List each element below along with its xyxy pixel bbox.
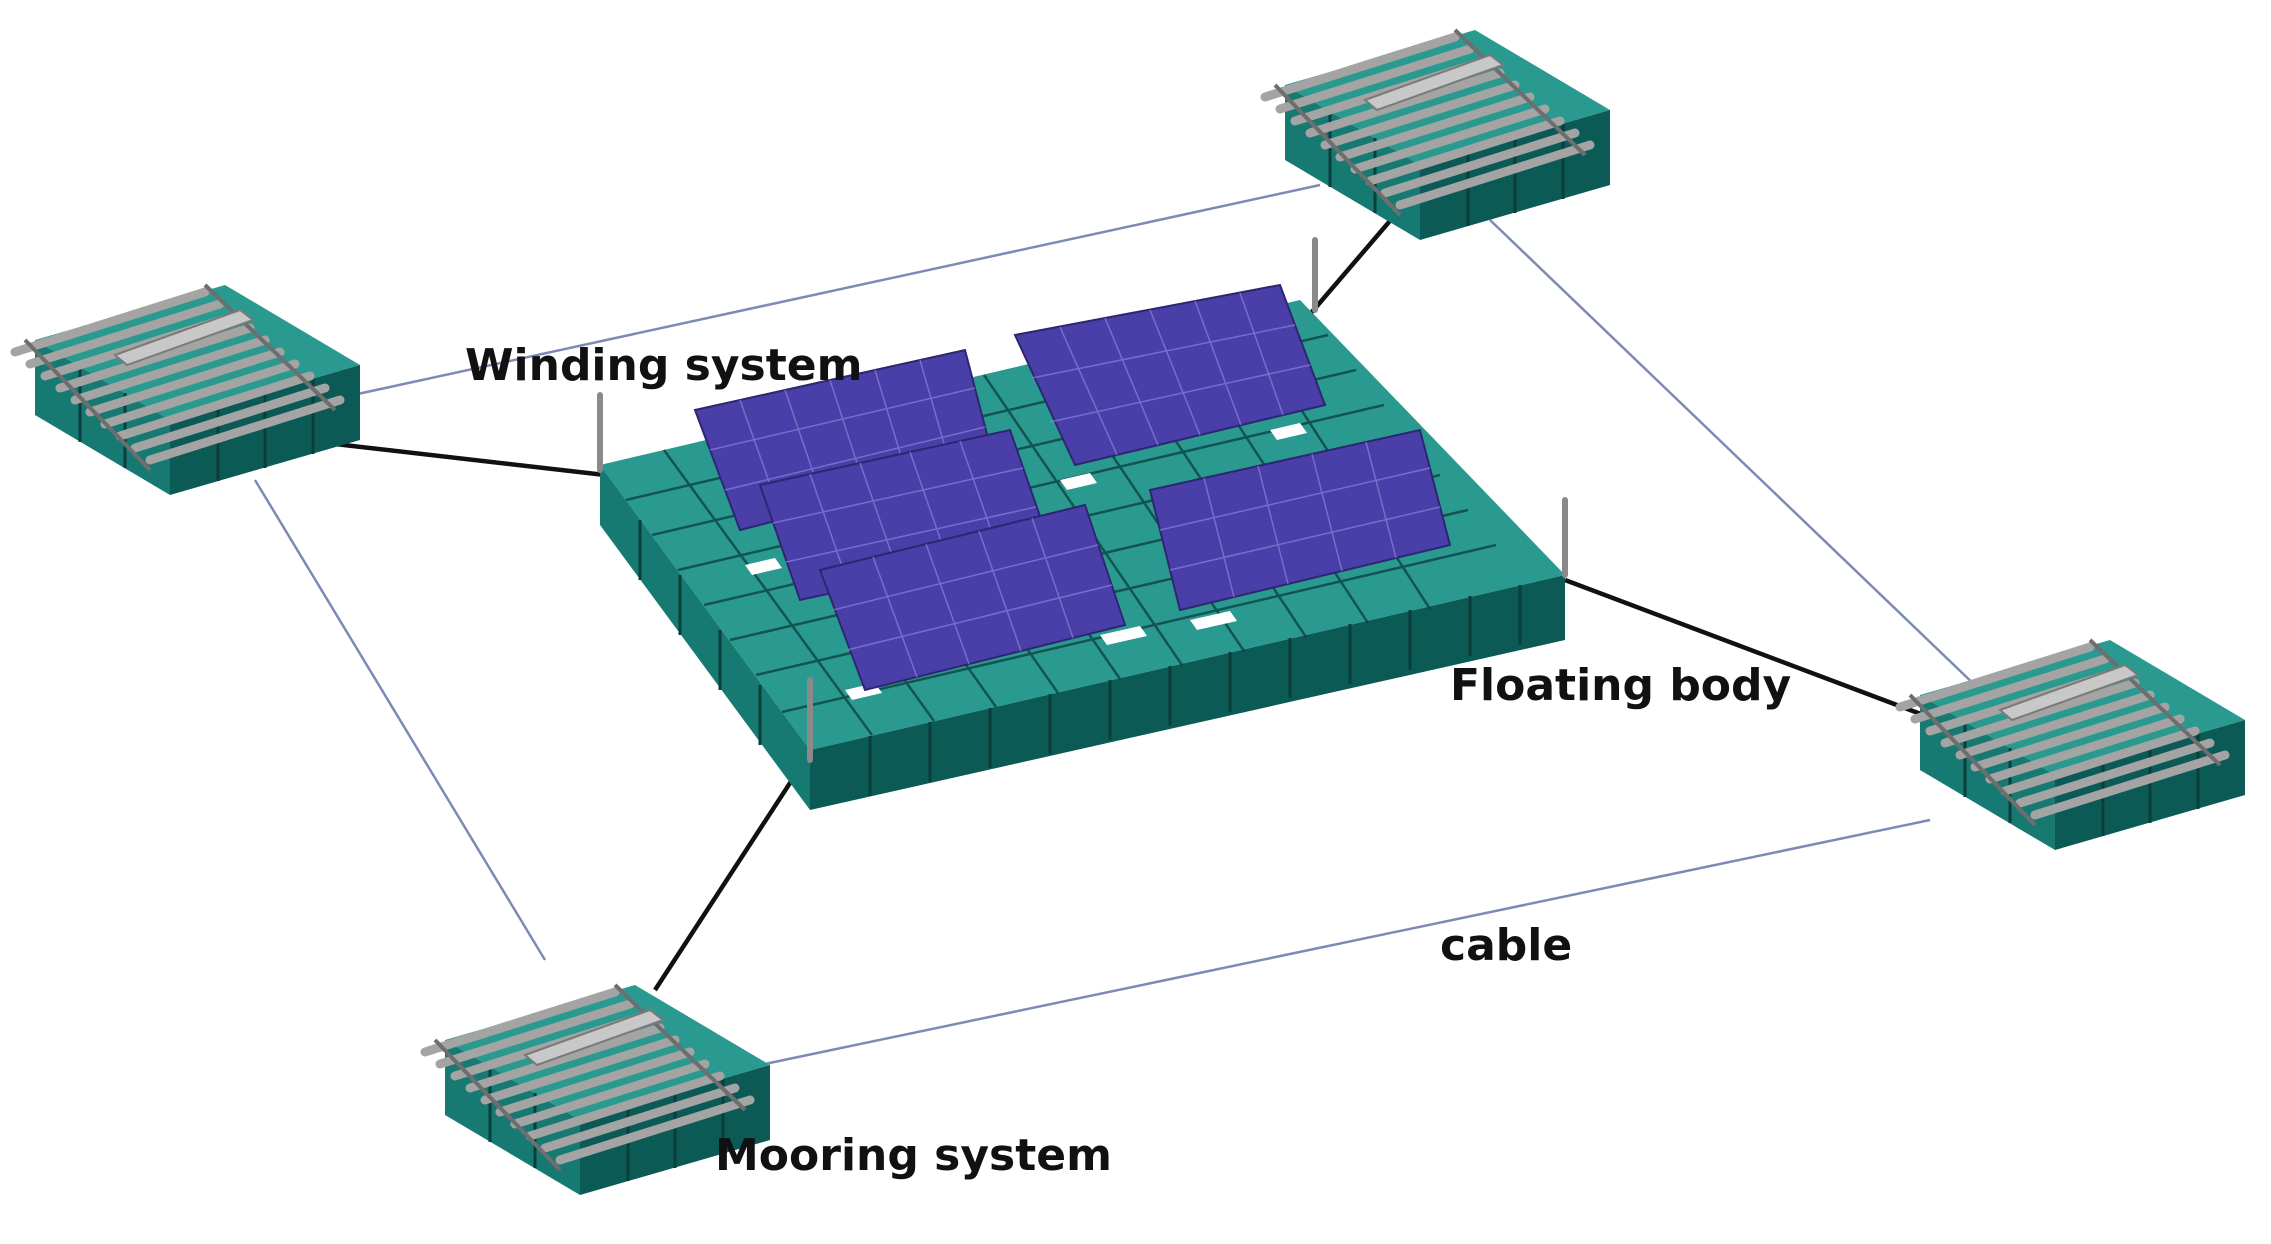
cable-lines <box>253 183 1981 1067</box>
label-winding-system: Winding system <box>465 340 862 391</box>
mooring-block-icon <box>1265 30 1610 240</box>
mooring-lines <box>299 213 1951 992</box>
winding-posts <box>597 237 1568 763</box>
mooring-block-icon <box>1900 640 2245 850</box>
mooring-block-icon <box>15 285 360 495</box>
solar-panel-icon <box>1013 283 1327 467</box>
solar-panel-icon <box>818 503 1127 692</box>
label-cable: cable <box>1440 920 1572 971</box>
solar-panel-icon <box>1148 428 1452 612</box>
solar-panels <box>693 283 1452 692</box>
label-floating-body: Floating body <box>1450 660 1791 711</box>
label-mooring-system: Mooring system <box>715 1130 1112 1181</box>
